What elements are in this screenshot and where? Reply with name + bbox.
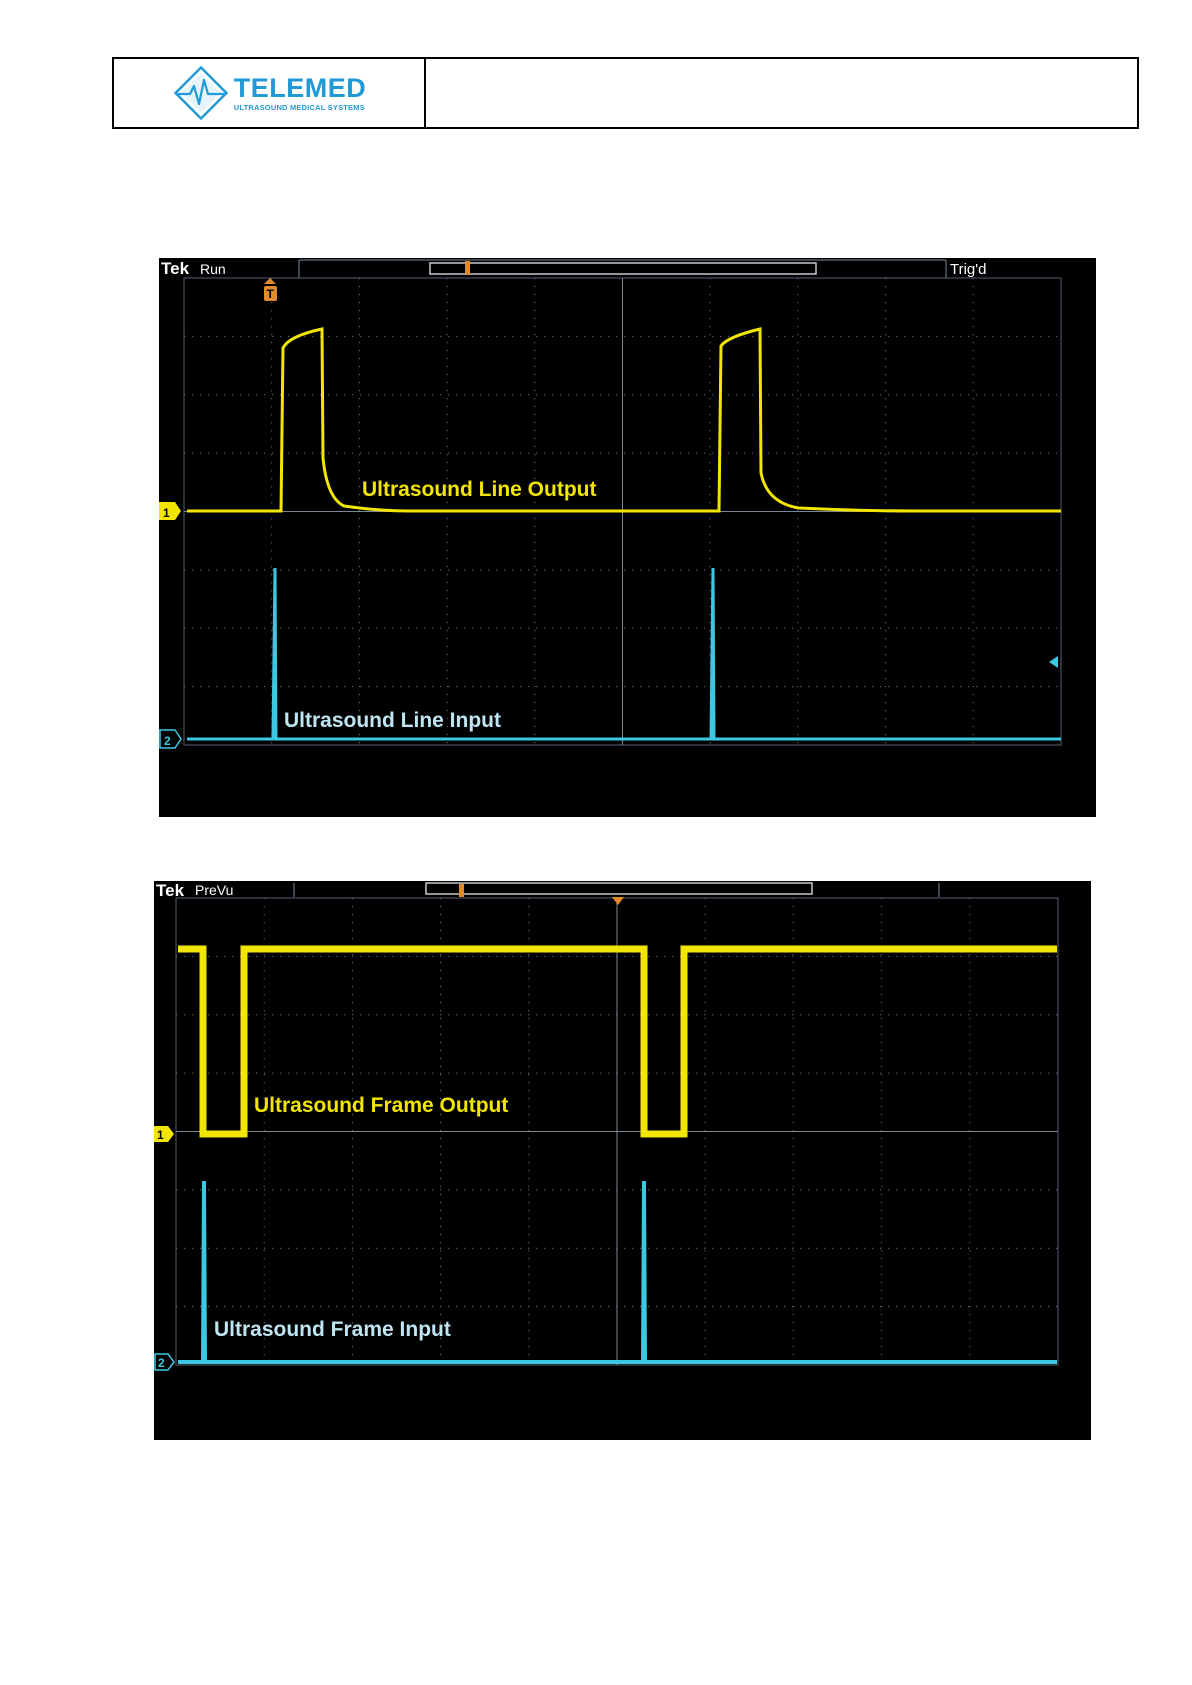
- oscilloscope-screenshot-line: Tek Run Trig'd T Ultrasound Line Output …: [159, 258, 1096, 817]
- trigger-marker-label: T: [267, 287, 275, 301]
- channel-1-marker: 1: [159, 502, 181, 520]
- channel-2-marker: 2: [160, 730, 181, 748]
- trigger-marker-icon: T: [264, 278, 277, 301]
- ch2-reference-arrow-icon: [1049, 656, 1058, 668]
- header-title-cell: [426, 59, 1137, 127]
- channel-2-number: 2: [164, 734, 171, 748]
- telemed-logo: TELEMED ULTRASOUND MEDICAL SYSTEMS: [172, 64, 367, 122]
- channel-1-marker: 1: [154, 1126, 174, 1142]
- document-header: TELEMED ULTRASOUND MEDICAL SYSTEMS: [112, 57, 1139, 129]
- grid: [176, 898, 1058, 1365]
- oscilloscope-screenshot-frame: Tek PreVu Ultrasound Frame Output Ultras…: [154, 881, 1091, 1440]
- scope-brand: Tek: [161, 259, 190, 278]
- ch1-label: Ultrasound Frame Output: [254, 1094, 508, 1117]
- scope-status: Run: [200, 261, 226, 277]
- brand-tagline: ULTRASOUND MEDICAL SYSTEMS: [234, 104, 367, 112]
- ch2-label: Ultrasound Frame Input: [214, 1318, 451, 1341]
- brand-name: TELEMED: [234, 75, 367, 102]
- trigger-status: Trig'd: [950, 261, 986, 278]
- channel-2-number: 2: [158, 1356, 165, 1370]
- logo-cell: TELEMED ULTRASOUND MEDICAL SYSTEMS: [114, 59, 426, 127]
- ch1-waveform: [187, 329, 1061, 511]
- scope-status: PreVu: [195, 882, 233, 898]
- channel-2-marker: 2: [155, 1354, 174, 1370]
- ch1-label: Ultrasound Line Output: [362, 478, 596, 501]
- scope-brand: Tek: [156, 881, 185, 900]
- channel-1-number: 1: [163, 506, 170, 520]
- ch2-label: Ultrasound Line Input: [284, 709, 501, 732]
- trigger-position-icon: [612, 897, 624, 905]
- channel-1-number: 1: [157, 1128, 164, 1142]
- diamond-heartbeat-icon: [172, 64, 230, 122]
